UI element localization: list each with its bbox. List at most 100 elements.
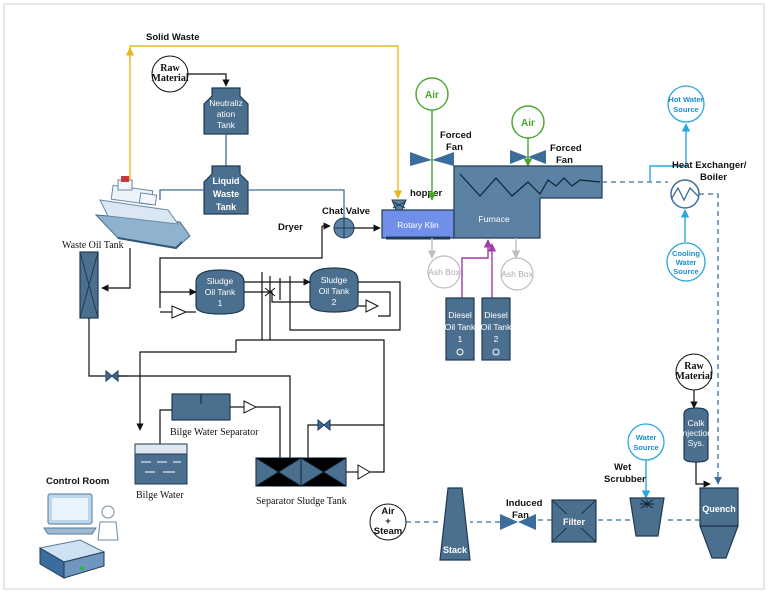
sludge-oil-tank-2: Sludge Oil Tank 2: [309, 267, 359, 313]
svg-text:Tank: Tank: [217, 120, 236, 130]
cooling-water-source: Cooling Water Source: [666, 242, 706, 282]
ash-box-1: Ash Box: [427, 255, 461, 289]
svg-text:1: 1: [218, 298, 223, 308]
rotary-kiln: Rotary Klin: [381, 209, 455, 240]
svg-text:Calk: Calk: [687, 418, 705, 428]
svg-text:Raw: Raw: [160, 63, 180, 74]
quench: Quench: [699, 487, 739, 559]
forced-fan-1-label: Forced: [440, 130, 472, 141]
svg-text:Oil Tank: Oil Tank: [445, 322, 476, 332]
valve-icon-1: [105, 369, 119, 383]
svg-text:Air: Air: [521, 118, 535, 129]
waste-oil-tank-label: Waste Oil Tank: [62, 240, 124, 251]
bilge-water-separator-label: Bilge Water Separator: [170, 427, 259, 438]
wet-scrubber-label: Wet: [614, 462, 632, 473]
svg-text:Neutraliz: Neutraliz: [209, 98, 243, 108]
svg-text:Sludge: Sludge: [321, 275, 348, 285]
wet-scrubber-label-2: Scrubber: [604, 474, 646, 485]
svg-text:Diesel: Diesel: [484, 310, 508, 320]
induced-fan-label-2: Fan: [512, 510, 529, 521]
forced-fan-2-label-2: Fan: [556, 155, 573, 166]
svg-text:Waste: Waste: [213, 189, 239, 199]
control-room-label: Control Room: [46, 476, 109, 487]
chat-valve-label: Chat Valve: [322, 206, 370, 217]
valve-icon-2: [317, 418, 331, 432]
svg-text:Diesel: Diesel: [448, 310, 472, 320]
svg-text:Quench: Quench: [702, 504, 736, 514]
diagram-frame: [3, 3, 765, 590]
furnace: Furnace: [453, 165, 603, 239]
stack: Stack: [439, 487, 471, 561]
ship-icon: [94, 176, 191, 250]
svg-text:Material: Material: [151, 73, 188, 84]
forced-fan-2-label: Forced: [550, 143, 582, 154]
bilge-water-tank: [134, 443, 188, 485]
computer-icon: [43, 493, 97, 535]
svg-text:Sludge: Sludge: [207, 276, 234, 286]
svg-text:Sys.: Sys.: [688, 438, 705, 448]
svg-text:Filter: Filter: [563, 517, 586, 527]
water-source: Water Source: [627, 423, 665, 461]
heat-exchanger-label: Heat Exchanger/: [672, 160, 747, 171]
svg-text:Steam: Steam: [374, 526, 403, 537]
svg-text:Air: Air: [425, 90, 439, 101]
sludge-piping: [136, 272, 401, 431]
separator-sludge-tank: [255, 457, 347, 487]
induced-fan-icon: [500, 514, 536, 530]
svg-text:Oil Tank: Oil Tank: [205, 287, 236, 297]
svg-text:Air: Air: [381, 506, 395, 517]
svg-text:ation: ation: [217, 109, 236, 119]
heat-exchanger-label-2: Boiler: [700, 172, 727, 183]
sludge-oil-tank-1: Sludge Oil Tank 1: [195, 269, 245, 315]
svg-text:Liquid: Liquid: [213, 176, 240, 186]
solid-waste-line: [125, 45, 403, 199]
svg-text:Furnace: Furnace: [478, 214, 509, 224]
air-steam-circle: Air + Steam: [369, 503, 407, 541]
svg-text:+: +: [385, 516, 391, 527]
liquid-waste-tank: Liquid Waste Tank: [203, 165, 249, 215]
solid-waste-label: Solid Waste: [146, 32, 200, 43]
svg-text:1: 1: [458, 334, 463, 344]
svg-text:Source: Source: [673, 267, 698, 276]
diesel-oil-tank-2: Diesel Oil Tank 2: [481, 297, 512, 361]
hot-water-source: Hot Water Source: [667, 85, 705, 123]
bilge-water-separator: [171, 393, 231, 421]
svg-text:Source: Source: [633, 443, 658, 452]
server-icon: [38, 539, 106, 579]
svg-text:Stack: Stack: [443, 545, 468, 555]
ash-box-2: Ash Box: [500, 257, 534, 291]
raw-material-circle-1: Raw Material: [151, 55, 189, 93]
hopper-label: hopper: [410, 188, 442, 199]
svg-text:Ash Box: Ash Box: [428, 267, 460, 277]
raw-material-circle-2: Raw Material: [675, 353, 713, 391]
dryer-label: Dryer: [278, 222, 303, 233]
diesel-oil-tank-1: Diesel Oil Tank 1: [445, 297, 476, 361]
svg-text:Cooling: Cooling: [672, 249, 700, 258]
svg-text:Material: Material: [675, 371, 712, 382]
hopper: [391, 199, 407, 211]
svg-text:Injection: Injection: [680, 428, 712, 438]
operator-icon: [97, 505, 119, 541]
svg-text:Water: Water: [636, 433, 657, 442]
chat-valve: [333, 217, 355, 239]
forced-fan-2-icon: [510, 150, 546, 164]
forced-fan-1-label-2: Fan: [446, 142, 463, 153]
air-circle-1: Air: [415, 77, 449, 111]
separator-sludge-tank-label: Separator Sludge Tank: [256, 496, 347, 507]
svg-text:Raw: Raw: [684, 361, 704, 372]
svg-text:Oil Tank: Oil Tank: [481, 322, 512, 332]
svg-text:Oil Tank: Oil Tank: [319, 286, 350, 296]
svg-text:Hot Water: Hot Water: [668, 95, 703, 104]
svg-text:Tank: Tank: [216, 202, 237, 212]
heat-exchanger: [670, 179, 700, 209]
wet-scrubber: [629, 497, 665, 537]
svg-text:Rotary Klin: Rotary Klin: [397, 220, 439, 230]
air-circle-2: Air: [511, 105, 545, 139]
waste-oil-tank: [79, 251, 99, 319]
induced-fan-label: Induced: [506, 498, 543, 509]
svg-text:Source: Source: [673, 105, 698, 114]
svg-text:2: 2: [332, 297, 337, 307]
filter: Filter: [551, 499, 597, 543]
svg-text:Ash Box: Ash Box: [501, 269, 533, 279]
